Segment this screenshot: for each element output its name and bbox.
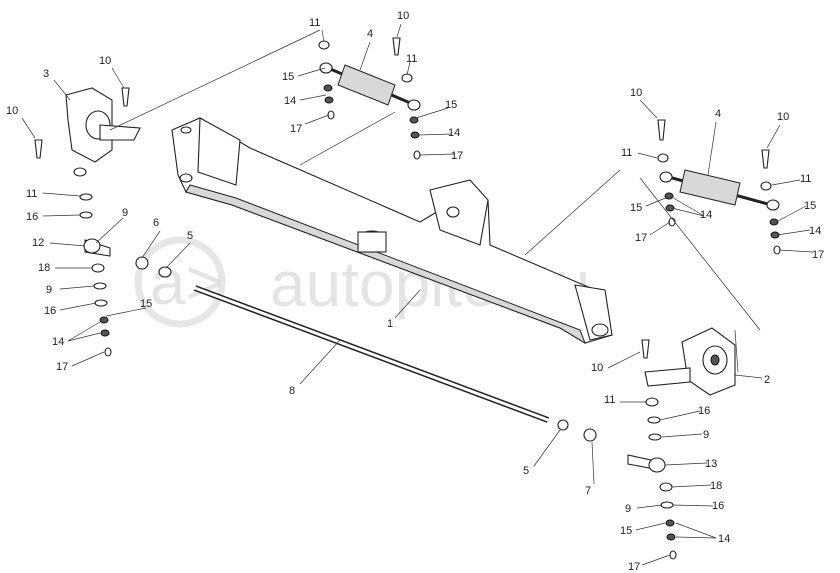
callout: 8: [289, 385, 295, 397]
callout: 18: [38, 262, 50, 274]
watermark-logo: a>: [150, 246, 223, 318]
callout: 17: [628, 561, 640, 573]
callout: 15: [140, 298, 152, 310]
callout: 7: [585, 485, 591, 497]
callout: 11: [604, 394, 615, 406]
callout: 4: [715, 108, 721, 120]
callout: 11: [621, 147, 632, 159]
callout: 11: [309, 17, 320, 29]
callout: 11: [406, 53, 417, 65]
callout: 17: [290, 123, 302, 135]
callout: 17: [56, 361, 68, 373]
callout: 17: [451, 150, 463, 162]
callout: 14: [284, 95, 296, 107]
callout: 10: [630, 87, 642, 99]
callout: 9: [122, 207, 128, 219]
steering-knuckle-right: [641, 327, 736, 396]
callout: 14: [809, 225, 821, 237]
steering-knuckle-left: [34, 87, 141, 177]
callout: 13: [705, 458, 717, 470]
callout: 1: [387, 318, 393, 330]
callout: 10: [6, 105, 18, 117]
axle-beam: [171, 117, 613, 345]
callout: 9: [703, 429, 709, 441]
callout: 6: [153, 217, 159, 229]
callout: 17: [812, 249, 824, 261]
callout: 15: [282, 71, 294, 83]
callout: 16: [44, 305, 56, 317]
callout: 5: [187, 230, 193, 242]
callout: 10: [777, 111, 789, 123]
callout: 4: [367, 28, 373, 40]
callout: 15: [445, 99, 457, 111]
callout: 18: [710, 480, 722, 492]
tie-rod: [135, 256, 597, 442]
callout: 14: [448, 127, 460, 139]
callout: 16: [26, 211, 38, 223]
callout: 9: [625, 503, 631, 515]
callout: 17: [635, 232, 647, 244]
callout: 16: [712, 500, 724, 512]
callout: 14: [52, 336, 64, 348]
callout: 10: [397, 10, 409, 22]
cylinder-top: [318, 37, 421, 111]
callout: 14: [718, 533, 730, 545]
tie-rod-end-left: [83, 238, 111, 257]
callout: 11: [800, 173, 811, 185]
leader-lines: [21, 23, 814, 566]
callout: 12: [32, 237, 44, 249]
fastener-stacks: [79, 84, 781, 560]
callout: 10: [591, 362, 603, 374]
callout: 15: [630, 202, 642, 214]
callout: 11: [26, 188, 37, 200]
callout: 10: [99, 55, 111, 67]
callout: 2: [764, 374, 770, 386]
tie-rod-end-right: [627, 454, 666, 473]
callout: 16: [698, 405, 710, 417]
callout-labels: 11 10 4 11 15 14 17 15 14 17 3 10 10 11 …: [6, 10, 824, 573]
callout: 15: [804, 200, 816, 212]
callout: 5: [523, 465, 529, 477]
callout: 9: [46, 284, 52, 296]
callout: 15: [620, 525, 632, 537]
callout: 14: [700, 209, 712, 221]
cylinder-right: [657, 119, 780, 211]
callout: 3: [43, 68, 49, 80]
